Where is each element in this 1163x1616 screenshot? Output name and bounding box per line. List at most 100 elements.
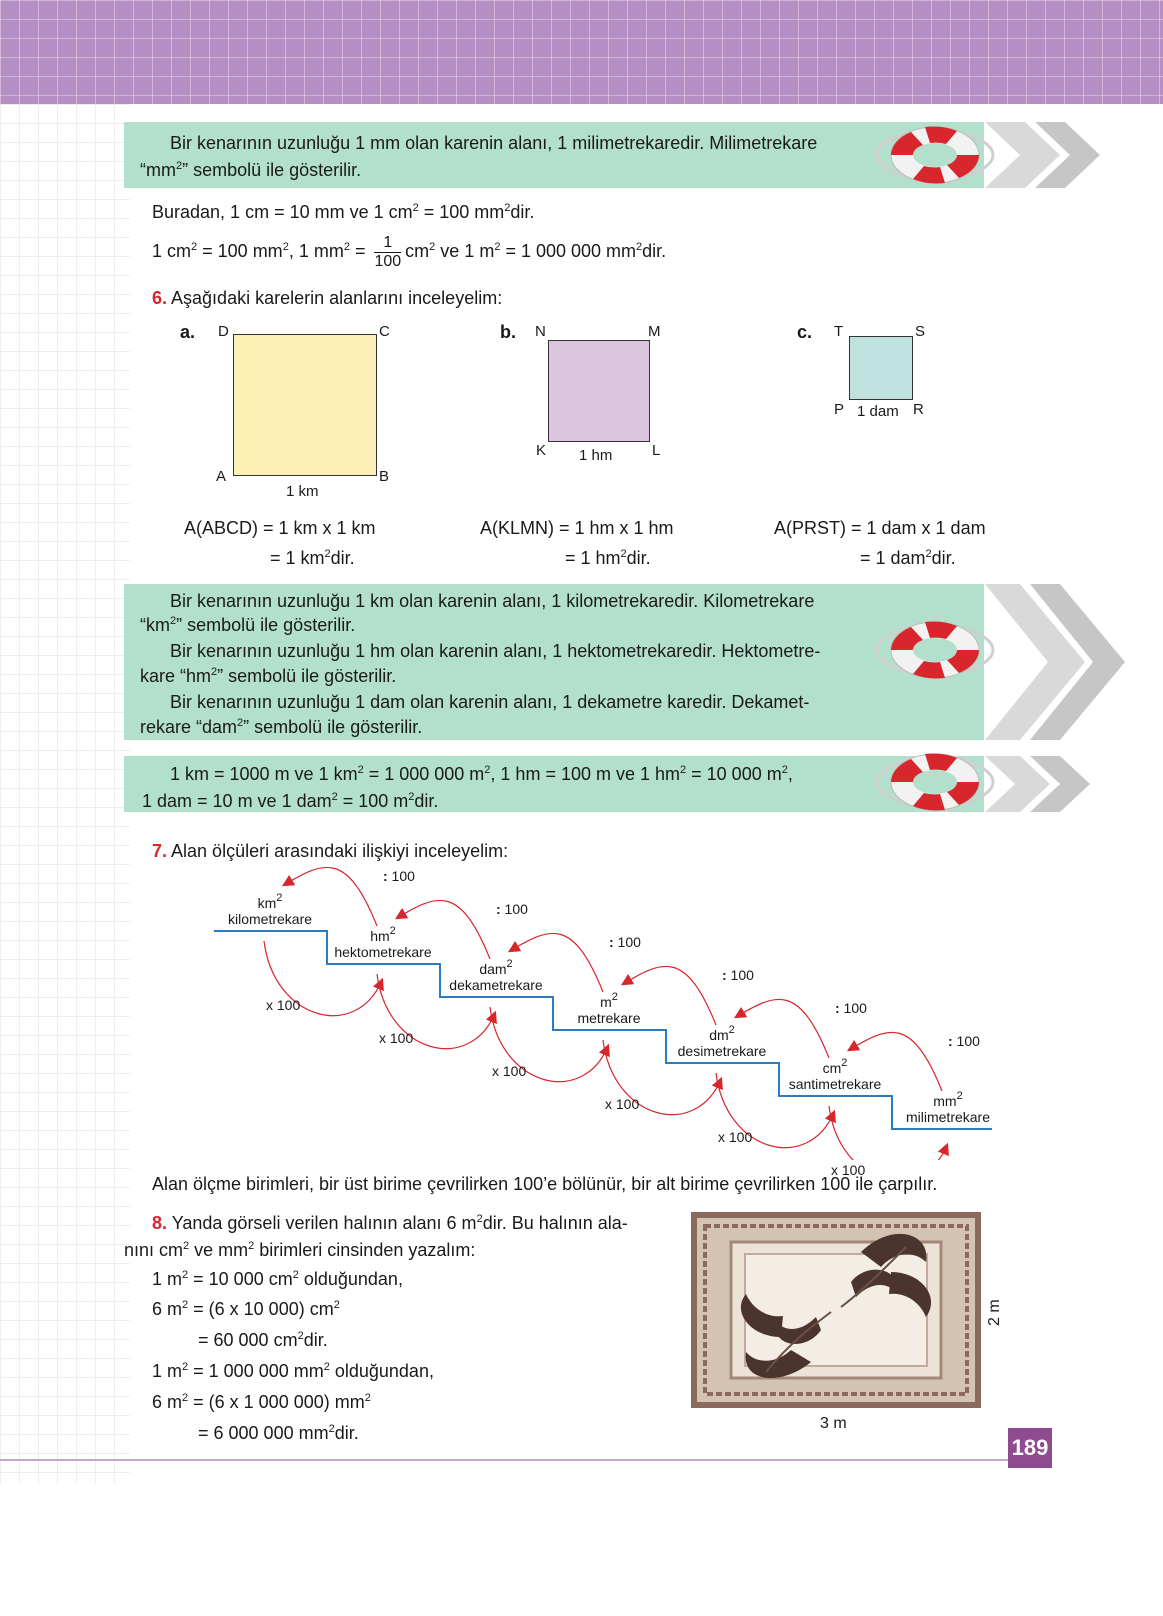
unit-staircase-diagram	[214, 866, 992, 1160]
divide-label: : 100	[835, 1000, 867, 1016]
vertex-P: P	[834, 401, 845, 418]
unit-symbol: cm2	[822, 1057, 848, 1077]
q8-step2: 6 m2 = (6 x 10 000) cm2	[152, 1299, 340, 1319]
vertex-R: R	[913, 401, 924, 418]
unit-symbol: km2	[257, 892, 283, 912]
info2-line1: Bir kenarının uzunluğu 1 km olan karenin…	[170, 591, 815, 611]
margin-grid	[0, 104, 130, 1484]
multiply-label: x 100	[266, 997, 301, 1013]
unit-symbol: m2	[600, 991, 618, 1011]
formula-klmn-2: = 1 hm2dir.	[565, 548, 651, 568]
divide-label: : 100	[383, 868, 415, 884]
conversion-arrows	[263, 866, 949, 1160]
vertex-K: K	[536, 442, 547, 459]
unit-name: kilometrekare	[227, 911, 313, 927]
multiply-label: x 100	[379, 1030, 414, 1046]
square-klmn	[548, 340, 650, 442]
vertex-A: A	[216, 468, 227, 485]
formula-klmn-1: A(KLMN) = 1 hm x 1 hm	[480, 518, 674, 538]
derive-line1: Buradan, 1 cm = 10 mm ve 1 cm2 = 100 mm2…	[152, 202, 535, 222]
q6-heading: 6. Aşağıdaki karelerin alanlarını incele…	[152, 288, 503, 308]
multiply-arrow	[828, 1105, 949, 1160]
divide-label: : 100	[496, 901, 528, 917]
info-box-km-hm-dam	[124, 584, 984, 740]
info2-line5: Bir kenarının uzunluğu 1 dam olan kareni…	[170, 692, 810, 712]
decor-graphics	[875, 122, 1125, 812]
unit-name: dekametrekare	[449, 977, 543, 993]
unit-symbol: dm2	[709, 1024, 735, 1044]
unit-name: milimetrekare	[905, 1109, 990, 1125]
info1-line1: Bir kenarının uzunluğu 1 mm olan karenin…	[170, 133, 818, 153]
square-prst	[849, 336, 913, 400]
divide-arrow	[846, 1031, 943, 1092]
carpet-height-label: 2 m	[986, 1299, 1003, 1326]
unit-symbol: dam2	[479, 958, 513, 978]
multiply-arrow	[489, 1006, 610, 1083]
q7-heading: 7. Alan ölçüleri arasındaki ilişkiyi inc…	[152, 841, 509, 861]
info1-line2: “mm2” sembolü ile gösterilir.	[140, 160, 362, 180]
info3-line1: 1 km = 1000 m ve 1 km2 = 1 000 000 m2, 1…	[170, 764, 793, 784]
formula-abcd-1: A(ABCD) = 1 km x 1 km	[184, 518, 376, 538]
q8-step3: = 60 000 cm2dir.	[198, 1330, 328, 1350]
multiply-label: x 100	[492, 1063, 527, 1079]
divide-label: : 100	[948, 1033, 980, 1049]
multiply-arrow	[715, 1072, 836, 1149]
square-abcd	[233, 334, 377, 476]
q8-step1: 1 m2 = 10 000 cm2 olduğundan,	[152, 1269, 403, 1289]
multiply-label: x 100	[831, 1162, 866, 1178]
vertex-D: D	[218, 323, 229, 340]
vertex-N: N	[535, 323, 546, 340]
side-1km: 1 km	[286, 483, 319, 500]
unit-name: santimetrekare	[788, 1076, 882, 1092]
info2-line4: kare “hm2” sembolü ile gösterilir.	[140, 666, 397, 686]
vertex-L: L	[652, 442, 661, 459]
vertex-T: T	[834, 323, 844, 340]
unit-name: desimetrekare	[677, 1043, 767, 1059]
page-header-band	[0, 0, 1163, 104]
formula-abcd-2: = 1 km2dir.	[270, 548, 355, 568]
q8-step4: 1 m2 = 1 000 000 mm2 olduğundan,	[152, 1361, 434, 1381]
side-1hm: 1 hm	[579, 447, 613, 464]
info2-line6: rekare “dam2” sembolü ile gösterilir.	[140, 717, 423, 737]
page-number: 189	[1008, 1428, 1052, 1468]
formula-prst-2: = 1 dam2dir.	[860, 548, 956, 568]
divide-arrow	[733, 998, 830, 1059]
q8-step6: = 6 000 000 mm2dir.	[198, 1423, 359, 1443]
multiply-label: x 100	[605, 1096, 640, 1112]
formula-prst-1: A(PRST) = 1 dam x 1 dam	[774, 518, 986, 538]
chevron-arrows-icon	[985, 122, 1125, 812]
vertex-C: C	[379, 323, 390, 340]
divide-arrow	[281, 866, 378, 927]
divide-label: : 100	[722, 967, 754, 983]
info3-line2: 1 dam = 10 m ve 1 dam2 = 100 m2dir.	[142, 791, 439, 811]
info-box-conversions	[124, 756, 984, 812]
q6-a-tag: a.	[180, 322, 196, 342]
life-ring-icon	[875, 753, 995, 811]
rule-text: Alan ölçme birimleri, bir üst birime çev…	[152, 1174, 938, 1194]
vertex-M: M	[648, 323, 661, 340]
unit-symbol: mm2	[933, 1090, 963, 1110]
info2-line3: Bir kenarının uzunluğu 1 hm olan karenin…	[170, 641, 821, 661]
life-ring-icon	[875, 126, 995, 184]
footer-rule	[0, 1459, 1008, 1461]
q6-b-tag: b.	[500, 322, 516, 342]
info2-line2: “km2” sembolü ile gösterilir.	[140, 615, 356, 635]
vertex-B: B	[379, 468, 390, 485]
q8-step5: 6 m2 = (6 x 1 000 000) mm2	[152, 1392, 371, 1412]
unit-symbol: hm2	[370, 925, 396, 945]
q8-line2: nını cm2 ve mm2 birimleri cinsinden yaza…	[124, 1240, 476, 1260]
multiply-arrow	[376, 973, 497, 1050]
unit-name: hektometrekare	[334, 944, 432, 960]
q8-line1: 8. Yanda görseli verilen halının alanı 6…	[152, 1213, 628, 1233]
multiply-arrow	[602, 1039, 723, 1116]
side-1dam: 1 dam	[857, 403, 899, 420]
divide-arrow	[507, 932, 604, 993]
